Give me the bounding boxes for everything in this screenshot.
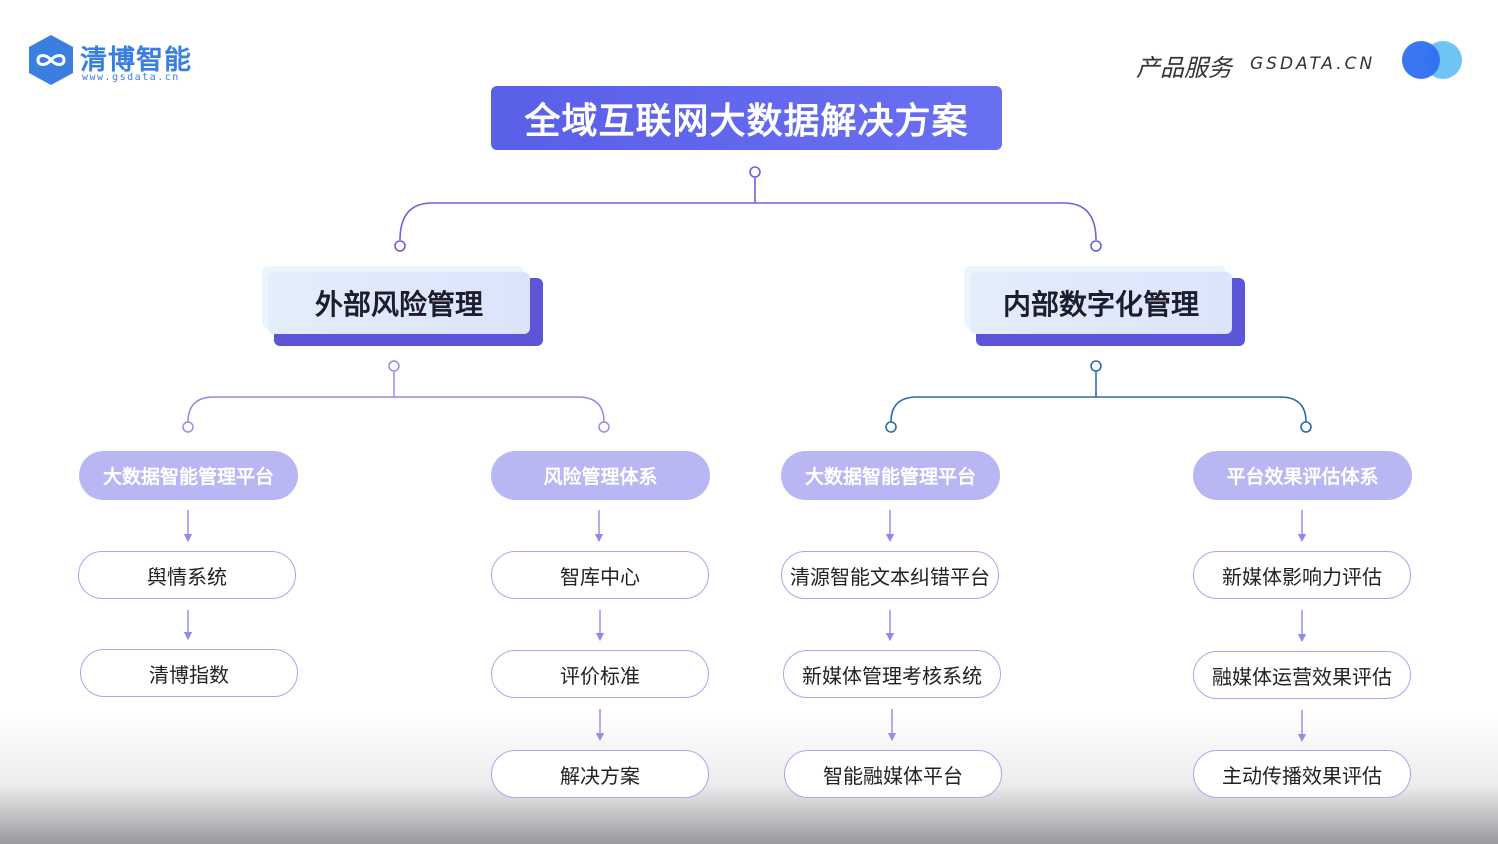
- service-url: GSDATA.CN: [1250, 54, 1376, 74]
- connector-node: [885, 421, 897, 433]
- left-branch-connector: [187, 372, 605, 423]
- title-connector: [399, 178, 1097, 241]
- group-head: 平台效果评估体系: [1193, 451, 1412, 500]
- diagram-item: 智库中心: [491, 551, 709, 599]
- brand-logo: 清博智能 www.gsdata.cn: [28, 32, 198, 88]
- connector-node: [1090, 240, 1102, 252]
- branch-external-risk: 外部风险管理: [268, 272, 530, 334]
- connector-node: [1090, 360, 1102, 372]
- connector-node: [182, 421, 194, 433]
- diagram-item: 主动传播效果评估: [1193, 750, 1411, 798]
- service-label: 产品服务: [1136, 54, 1232, 82]
- diagram-item: 融媒体运营效果评估: [1193, 651, 1411, 699]
- right-branch-connector: [890, 372, 1307, 423]
- connector-node: [749, 166, 761, 178]
- diagram-item: 评价标准: [491, 650, 709, 698]
- diagram-item: 清源智能文本纠错平台: [781, 551, 999, 599]
- diagram-item: 清博指数: [80, 649, 298, 697]
- diagram-item: 新媒体影响力评估: [1193, 551, 1411, 599]
- connector-node: [388, 360, 400, 372]
- diagram-item: 舆情系统: [78, 551, 296, 599]
- group-head: 风险管理体系: [491, 451, 710, 500]
- connector-node: [394, 240, 406, 252]
- decorative-dots-icon: [1402, 40, 1466, 80]
- group-head: 大数据智能管理平台: [79, 451, 298, 500]
- diagram-item: 解决方案: [491, 750, 709, 798]
- diagram-item: 新媒体管理考核系统: [783, 650, 1001, 698]
- diagram-item: 智能融媒体平台: [784, 750, 1002, 798]
- brand-url: www.gsdata.cn: [82, 72, 180, 83]
- connector-node: [1300, 421, 1312, 433]
- connector-node: [598, 421, 610, 433]
- branch-internal-digital: 内部数字化管理: [970, 272, 1232, 334]
- diagram-title: 全域互联网大数据解决方案: [491, 86, 1002, 150]
- logo-hex-icon: [29, 35, 73, 85]
- brand-name: 清博智能: [80, 45, 192, 76]
- group-head: 大数据智能管理平台: [781, 451, 1000, 500]
